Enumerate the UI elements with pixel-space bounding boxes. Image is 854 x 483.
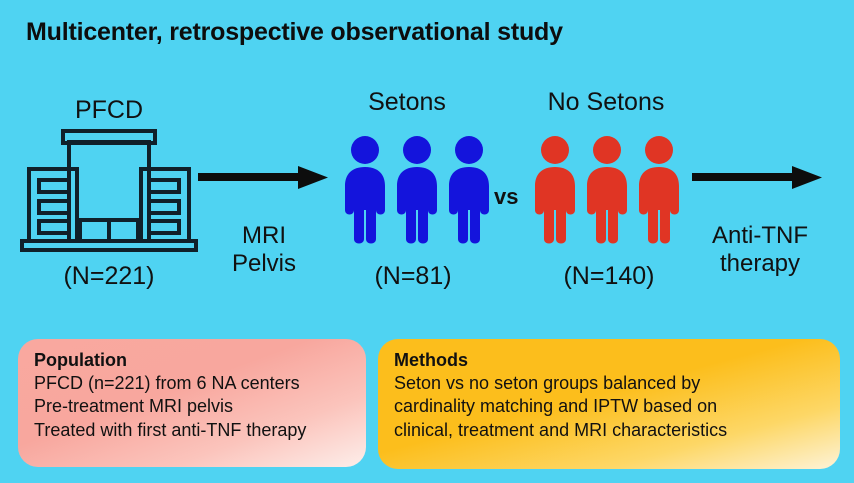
population-line-3: Treated with first anti-TNF therapy [34,419,307,440]
methods-line-3: clinical, treatment and MRI characterist… [394,419,728,440]
person-icon [441,134,497,251]
methods-line-2: cardinality matching and IPTW based on [394,396,718,417]
group-count-setons: (N=81) [374,262,452,290]
person-icon [389,134,445,251]
step2-label-line1: Anti-TNF [712,222,808,249]
step1-label: MRI Pelvis [198,222,330,279]
person-icon [579,134,635,251]
step1-label-line2: Pelvis [231,250,297,278]
population-heading: Population [34,350,127,370]
methods-heading: Methods [394,350,468,370]
figure-group-no-setons [527,134,687,251]
hospital-building-icon [20,128,198,261]
methods-line-1: Seton vs no seton groups balanced by [394,373,701,394]
group-label-setons: Setons [368,88,446,116]
right-arrow-icon-2 [692,164,824,197]
step2-label: Anti-TNF therapy [690,222,830,279]
right-arrow-icon-1 [198,164,330,197]
population-line-2: Pre-treatment MRI pelvis [34,396,234,417]
population-box: Population PFCD (n=221) from 6 NA center… [18,339,366,467]
person-icon [631,134,687,251]
step2-label-line2: therapy [719,250,801,278]
figure-group-setons [337,134,497,251]
group-label-no-setons: No Setons [547,88,665,116]
person-icon [337,134,393,251]
population-line-1: PFCD (n=221) from 6 NA centers [34,373,300,394]
step1-label-line1: MRI [242,222,286,249]
source-label: PFCD [74,96,144,124]
person-icon [527,134,583,251]
methods-box: Methods Seton vs no seton groups balance… [378,339,840,469]
page-title: Multicenter, retrospective observational… [26,18,563,46]
source-count: (N=221) [63,262,155,290]
comparator-label: vs [494,184,519,209]
group-count-no-setons: (N=140) [563,262,655,290]
